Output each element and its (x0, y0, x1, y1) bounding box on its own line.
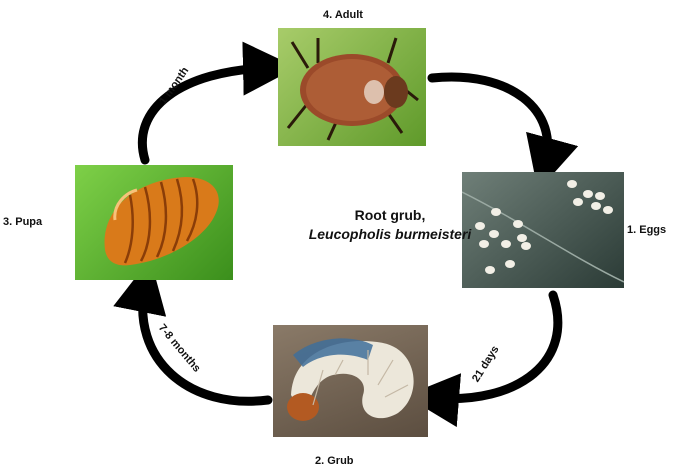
adult-photo (278, 28, 426, 146)
arrow-adult-to-eggs (432, 77, 548, 165)
arrow-grub-to-pupa (143, 285, 268, 401)
grub-icon (273, 325, 428, 437)
center-title-species: Leucopholis burmeisteri (290, 225, 490, 244)
stage-label-adult: 4. Adult (323, 9, 363, 21)
pupa-photo (75, 165, 233, 280)
stage-label-pupa: 3. Pupa (3, 216, 42, 228)
grub-photo (273, 325, 428, 437)
center-title-line1: Root grub, (290, 206, 490, 225)
stage-label-eggs: 1. Eggs (627, 224, 666, 236)
pupa-icon (75, 165, 233, 280)
beetle-icon (278, 28, 426, 146)
center-title: Root grub, Leucopholis burmeisteri (290, 206, 490, 244)
stage-label-grub: 2. Grub (315, 455, 354, 467)
arrow-pupa-to-adult (142, 68, 270, 160)
